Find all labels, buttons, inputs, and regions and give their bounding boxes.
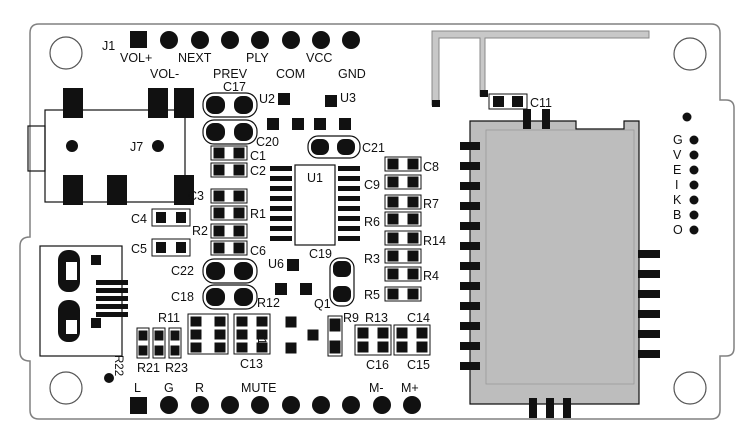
label-r9: R9 bbox=[343, 311, 359, 325]
fiducial bbox=[104, 373, 114, 383]
label-u2: U2 bbox=[259, 92, 275, 106]
label-c17: C17 bbox=[223, 80, 246, 94]
u6-chip bbox=[275, 259, 312, 295]
label-c2: C2 bbox=[250, 164, 266, 178]
label-c19: C19 bbox=[309, 247, 332, 261]
tantalum-caps-left bbox=[202, 92, 258, 310]
label-u1: U1 bbox=[307, 171, 323, 185]
smd-pads-left bbox=[156, 212, 186, 253]
mounting-holes bbox=[49, 36, 707, 405]
label-pin-i: I bbox=[675, 178, 678, 192]
right-header-pins bbox=[682, 112, 699, 235]
label-r13: R13 bbox=[365, 311, 388, 325]
label-prev: PREV bbox=[213, 67, 248, 81]
u1-chip bbox=[270, 164, 360, 246]
label-r1: R1 bbox=[250, 207, 266, 221]
antenna-trace bbox=[431, 30, 650, 106]
label-j7: J7 bbox=[130, 140, 143, 154]
label-r23: R23 bbox=[165, 361, 188, 375]
label-m-plus: M+ bbox=[401, 381, 419, 395]
label-r3: R3 bbox=[364, 252, 380, 266]
label-r21: R21 bbox=[137, 361, 160, 375]
label-pin-e: E bbox=[673, 163, 681, 177]
label-m-minus: M- bbox=[369, 381, 384, 395]
label-r: R bbox=[195, 381, 204, 395]
label-r6: R6 bbox=[364, 215, 380, 229]
c21-body bbox=[307, 135, 361, 159]
label-vol-minus: VOL- bbox=[150, 67, 179, 81]
mounting-hole bbox=[49, 371, 83, 405]
label-c18: C18 bbox=[171, 290, 194, 304]
header-bottom bbox=[130, 396, 421, 414]
u2-regulator bbox=[267, 93, 304, 130]
usb-connector bbox=[39, 245, 128, 357]
mounting-hole bbox=[673, 371, 707, 405]
label-ply: PLY bbox=[246, 51, 269, 65]
label-vcc: VCC bbox=[306, 51, 332, 65]
label-r10: R10 bbox=[255, 330, 267, 351]
label-q1: Q1 bbox=[314, 297, 331, 311]
label-c9: C9 bbox=[364, 178, 380, 192]
label-c11: C11 bbox=[530, 96, 552, 110]
label-pin-v: V bbox=[673, 148, 682, 162]
label-c22: C22 bbox=[171, 264, 194, 278]
label-c1: C1 bbox=[250, 149, 266, 163]
header-j1 bbox=[130, 31, 360, 49]
label-pin-o: O bbox=[673, 223, 683, 237]
label-c15: C15 bbox=[407, 358, 430, 372]
u3-regulator bbox=[314, 95, 351, 130]
c11-body bbox=[488, 93, 528, 110]
board-outline bbox=[19, 23, 735, 420]
label-g: G bbox=[164, 381, 174, 395]
label-r2: R2 bbox=[192, 224, 208, 238]
label-c16: C16 bbox=[366, 358, 389, 372]
label-c20: C20 bbox=[256, 135, 279, 149]
crystal-body bbox=[329, 257, 355, 307]
label-u6: U6 bbox=[268, 257, 284, 271]
label-r22: R22 bbox=[112, 355, 124, 376]
label-c13: C13 bbox=[240, 357, 263, 371]
smd-bottom-row bbox=[136, 313, 431, 359]
mounting-hole bbox=[49, 36, 83, 70]
label-r14: R14 bbox=[423, 234, 446, 248]
audio-jack-j7 bbox=[27, 88, 194, 205]
label-u3: U3 bbox=[340, 91, 356, 105]
label-j1: J1 bbox=[102, 39, 115, 53]
label-pin-b: B bbox=[673, 208, 681, 222]
label-next: NEXT bbox=[178, 51, 212, 65]
label-mute: MUTE bbox=[241, 381, 276, 395]
label-c4: C4 bbox=[131, 212, 147, 226]
label-c5: C5 bbox=[131, 242, 147, 256]
label-l: L bbox=[134, 381, 141, 395]
label-c14: C14 bbox=[407, 311, 430, 325]
label-pin-k: K bbox=[673, 193, 682, 207]
label-com: COM bbox=[276, 67, 305, 81]
label-r7: R7 bbox=[423, 197, 439, 211]
label-vol-plus: VOL+ bbox=[120, 51, 152, 65]
label-c6: C6 bbox=[250, 244, 266, 258]
label-r4: R4 bbox=[423, 269, 439, 283]
label-gnd: GND bbox=[338, 67, 366, 81]
label-c3: C3 bbox=[188, 189, 204, 203]
label-c21: C21 bbox=[362, 141, 385, 155]
mounting-hole bbox=[673, 37, 707, 71]
smd-column-right bbox=[384, 156, 422, 302]
smd-column-center bbox=[210, 145, 248, 256]
label-r12: R12 bbox=[257, 296, 280, 310]
label-c8: C8 bbox=[423, 160, 439, 174]
label-r11: R11 bbox=[158, 311, 180, 325]
label-pin-g: G bbox=[673, 133, 683, 147]
bt-module bbox=[460, 109, 660, 418]
label-r5: R5 bbox=[364, 288, 380, 302]
